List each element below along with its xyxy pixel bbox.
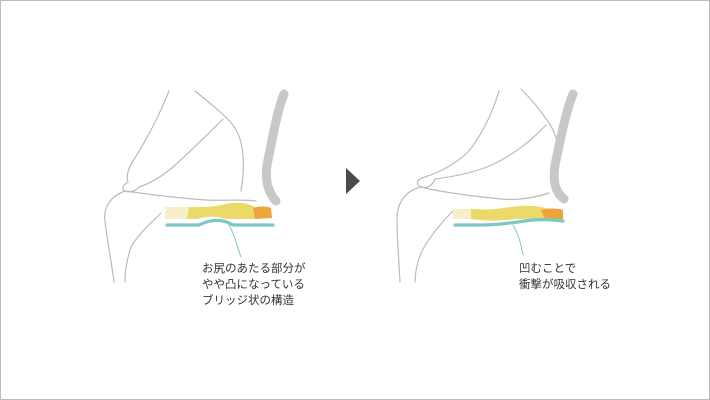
- seat-cushion-after: [453, 205, 565, 227]
- chair-backrest-before: [261, 89, 289, 206]
- caption-after-line-1: 凹むことで: [519, 261, 577, 275]
- after-scene: [396, 88, 578, 283]
- person-outline-before: [104, 90, 257, 283]
- leader-line-before: [228, 224, 242, 258]
- triangle-right-icon: [346, 168, 360, 194]
- caption-after: 凹むことで 衝撃が吸収される: [519, 260, 611, 292]
- caption-before-line-3: ブリッジ状の構造: [202, 293, 294, 307]
- caption-before-line-2: やや凸になっている: [202, 277, 305, 291]
- caption-after-line-2: 衝撃が吸収される: [519, 277, 611, 291]
- caption-before-line-1: お尻のあたる部分が: [202, 261, 306, 275]
- seat-cushion-before: [165, 202, 275, 227]
- caption-before: お尻のあたる部分が やや凸になっている ブリッジ状の構造: [202, 260, 306, 308]
- person-outline-after: [396, 88, 560, 283]
- chair-backrest-after: [549, 89, 578, 204]
- leader-line-after: [512, 224, 524, 256]
- before-scene: [104, 89, 289, 283]
